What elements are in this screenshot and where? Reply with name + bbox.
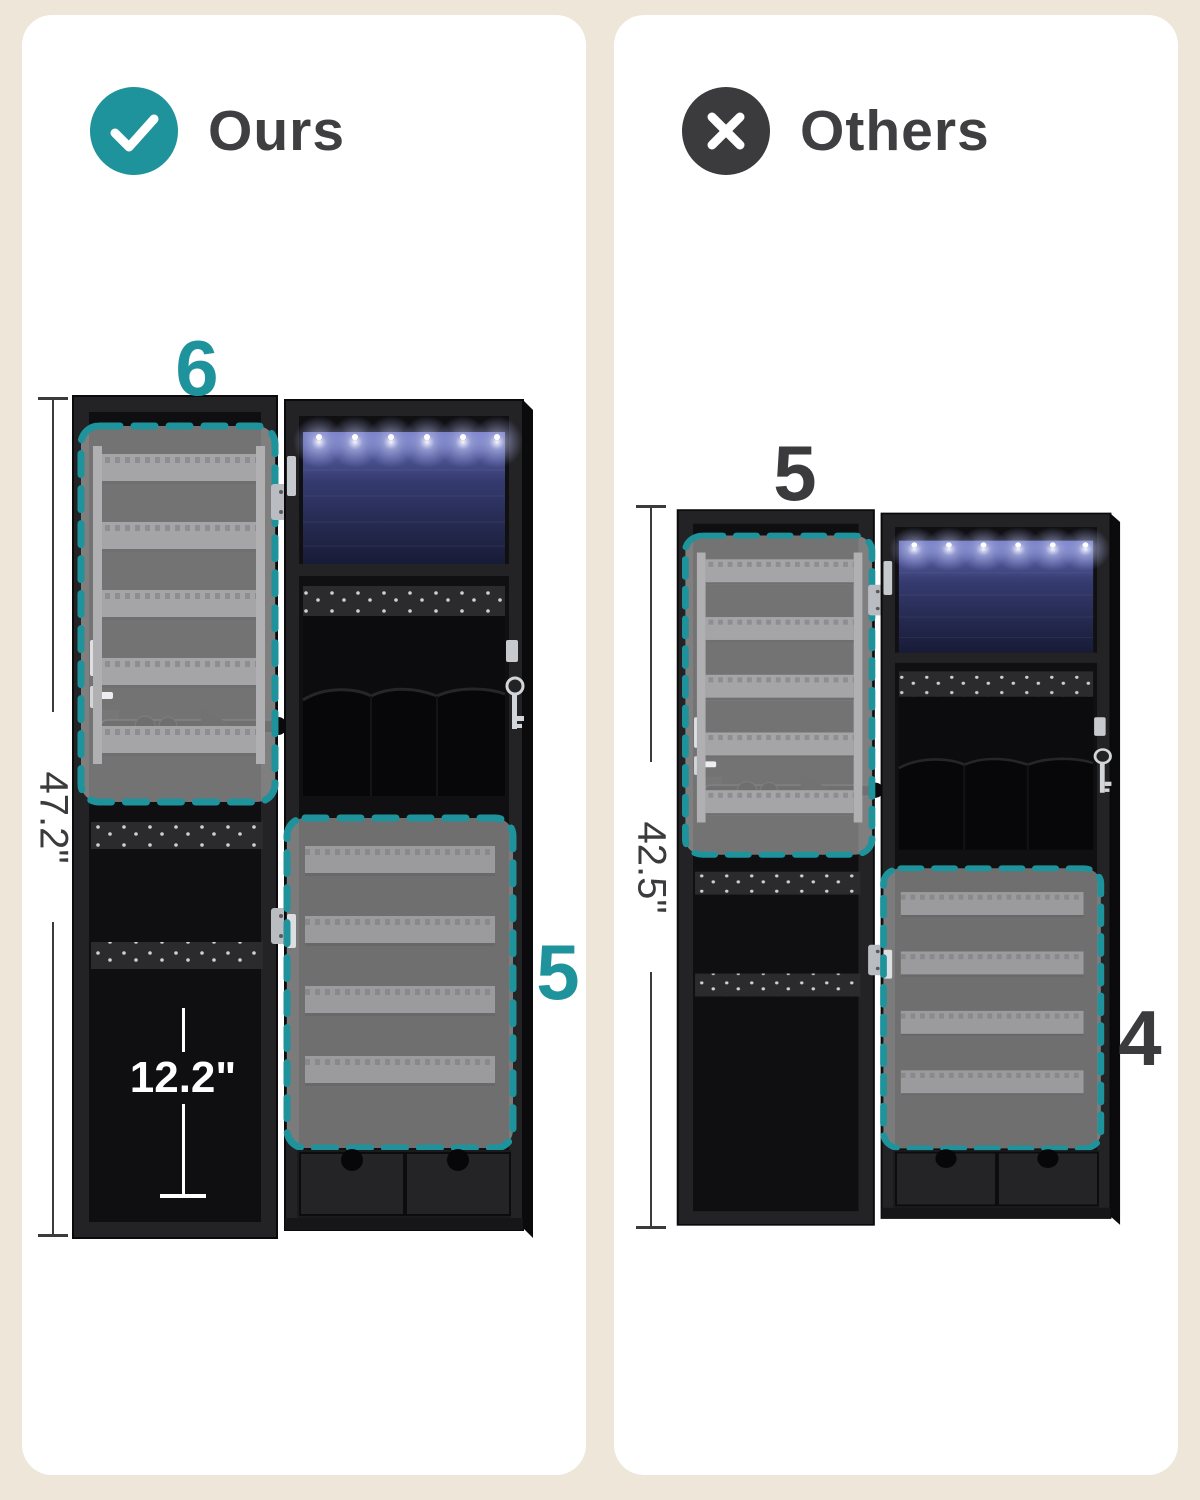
ours-body-shelf-count: 5 — [536, 928, 580, 1016]
x-badge — [682, 87, 770, 175]
others-panel: Others 5 4 42.5" — [614, 15, 1178, 1475]
ours-cabinet-figure: 6 5 47.2" 12.2" — [22, 15, 586, 1475]
x-icon — [707, 112, 745, 150]
others-header: Others — [682, 87, 990, 175]
check-icon — [110, 114, 159, 152]
ours-door-shelf-count: 6 — [175, 324, 219, 412]
ours-clearance-value: 12.2" — [129, 1053, 237, 1102]
ours-height-value: 47.2" — [31, 770, 76, 864]
others-door-shelf-count: 5 — [773, 429, 817, 517]
others-cabinet-illustration — [670, 505, 1122, 1235]
ours-clearance-measurement: 12.2" — [130, 1008, 236, 1198]
ours-height-measurement: 47.2" — [32, 397, 76, 1237]
others-body-shelf-count: 4 — [1118, 994, 1162, 1082]
others-cabinet-figure: 5 4 42.5" — [614, 15, 1178, 1475]
others-label: Others — [800, 99, 990, 163]
ours-cabinet-illustration — [65, 390, 535, 1250]
check-badge — [90, 87, 178, 175]
ours-header: Ours — [90, 87, 345, 175]
others-height-value: 42.5" — [629, 820, 674, 914]
others-height-measurement: 42.5" — [630, 505, 674, 1229]
ours-panel: Ours 6 5 47.2" 12.2" — [22, 15, 586, 1475]
ours-label: Ours — [208, 99, 346, 163]
